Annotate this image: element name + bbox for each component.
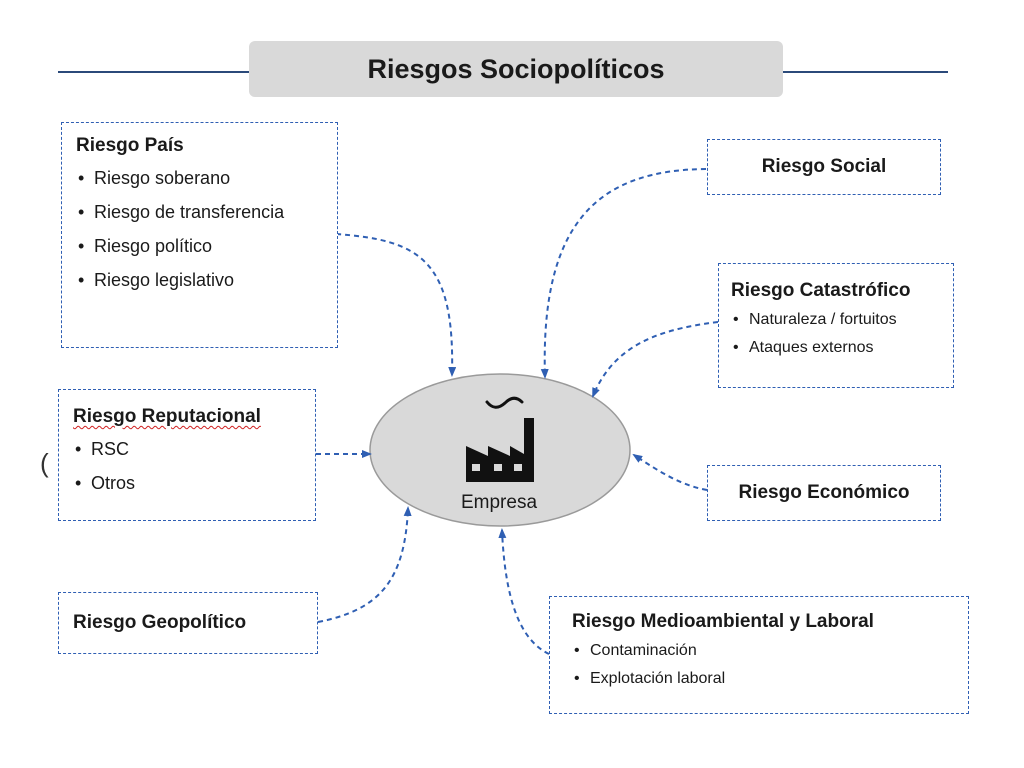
arrow-pais [335, 233, 457, 377]
box-riesgo-catastrofico: Riesgo Catastrófico Naturaleza / fortuit… [718, 263, 954, 388]
box-riesgo-social: Riesgo Social [707, 139, 941, 195]
diagram-title-text: Riesgos Sociopolíticos [367, 53, 665, 84]
diagram-title: Riesgos Sociopolíticos [249, 41, 783, 97]
list-item: Explotación laboral [572, 665, 946, 693]
arrow-economico [632, 453, 708, 491]
arrow-medioambiental [498, 528, 550, 655]
box-riesgo-medioambiental-list: Contaminación Explotación laboral [572, 637, 946, 693]
box-riesgo-reputacional-title-text: Riesgo Reputacional [73, 406, 261, 427]
box-riesgo-medioambiental: Riesgo Medioambiental y Laboral Contamin… [549, 596, 969, 714]
arrow-social [540, 168, 707, 379]
box-riesgo-pais: Riesgo País Riesgo soberano Riesgo de tr… [61, 122, 338, 348]
list-item: Riesgo de transferencia [76, 195, 323, 229]
box-riesgo-catastrofico-title: Riesgo Catastrófico [731, 280, 911, 301]
list-item: Riesgo soberano [76, 161, 323, 195]
arrow-geopolitico [317, 506, 412, 623]
box-riesgo-social-title: Riesgo Social [761, 156, 887, 177]
box-riesgo-reputacional: Riesgo Reputacional RSC Otros [58, 389, 316, 521]
box-riesgo-economico: Riesgo Económico [707, 465, 941, 521]
box-riesgo-pais-title: Riesgo País [76, 135, 184, 156]
box-riesgo-economico-title: Riesgo Económico [738, 482, 910, 503]
list-item: Ataques externos [731, 334, 941, 362]
empresa-label: Empresa [460, 492, 538, 513]
list-item: Riesgo legislativo [76, 263, 323, 297]
list-item: Naturaleza / fortuitos [731, 306, 941, 334]
arrow-catastrofico [592, 321, 719, 398]
box-riesgo-reputacional-list: RSC Otros [73, 432, 301, 500]
box-riesgo-catastrofico-list: Naturaleza / fortuitos Ataques externos [731, 306, 941, 362]
stray-parenthesis: ( [40, 448, 49, 478]
box-riesgo-geopolitico: Riesgo Geopolítico [58, 592, 318, 654]
box-riesgo-pais-list: Riesgo soberano Riesgo de transferencia … [76, 161, 323, 297]
box-riesgo-reputacional-title: Riesgo Reputacional [73, 404, 301, 430]
title-rule-left [58, 71, 253, 73]
list-item: Riesgo político [76, 229, 323, 263]
list-item: Otros [73, 466, 301, 500]
factory-icon [466, 396, 534, 482]
list-item: Contaminación [572, 637, 946, 665]
box-riesgo-geopolitico-title: Riesgo Geopolítico [73, 612, 247, 633]
box-riesgo-medioambiental-title: Riesgo Medioambiental y Laboral [572, 611, 874, 632]
list-item: RSC [73, 432, 301, 466]
title-rule-right [780, 71, 948, 73]
